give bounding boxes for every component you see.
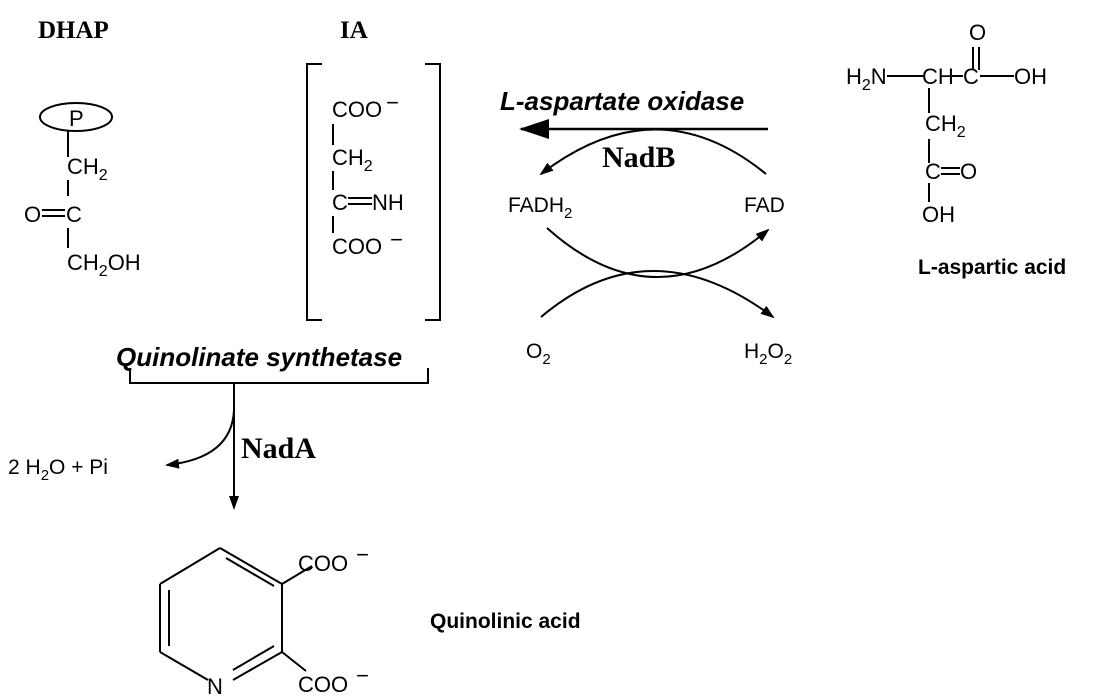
quinolinate-synthetase-bracket [129, 368, 429, 384]
fad-label: FAD [744, 194, 785, 217]
arc-o2-to-h2o2 [540, 270, 775, 319]
ia-coo-top: COO− [332, 90, 399, 122]
ring-bond-bottom-left [159, 651, 209, 681]
enzyme-quinolinate-synthetase: Quinolinate synthetase [116, 342, 402, 372]
asp-alpha-carboxyl-c: C [963, 64, 979, 89]
asp-ch2: CH2 [925, 111, 966, 141]
carboxylate-bond-top [281, 565, 313, 585]
ia-right-bracket [425, 63, 441, 321]
ia-coo-bottom: COO− [332, 227, 403, 259]
ring-bond-bottom-right [232, 651, 283, 681]
carboxylate-bond-bottom [281, 651, 307, 672]
asp-side-carboxyl-c: C [925, 159, 941, 184]
ia-ch2: CH2 [332, 145, 373, 175]
dhap-ch2oh: CH2OH [67, 250, 141, 280]
arc-fadh2-to-fad [546, 227, 770, 278]
carboxylate-top: COO− [298, 542, 369, 576]
l-aspartic-acid-label: L-aspartic acid [918, 256, 1066, 279]
asp-h2n: H2N [846, 64, 887, 94]
dhap-ketone-o: O [24, 202, 41, 227]
ia-nh: NH [372, 190, 404, 215]
ring-bond-top-right-inner [225, 557, 275, 587]
fadh2-label: FADH2 [508, 194, 572, 222]
ia-structure: COO− CH2 C NH COO− [306, 63, 441, 321]
asp-ch: CH [922, 64, 954, 89]
ia-left-bracket [306, 63, 322, 321]
dhap-ch2: CH2 [67, 154, 108, 184]
phosphate-label: P [69, 106, 84, 131]
asp-o-top: O [969, 20, 986, 45]
enzyme-l-aspartate-oxidase: L-aspartate oxidase [500, 86, 744, 116]
ring-bond-bottom-right-inner [232, 645, 275, 671]
asp-oh-top: OH [1014, 64, 1047, 89]
ia-title: IA [340, 17, 368, 44]
l-aspartic-acid-structure: O H2N CH C OH CH2 C O OH [846, 20, 1047, 227]
phosphate-circle [39, 102, 113, 132]
h2o2-label: H2O2 [744, 340, 792, 368]
enzyme-nadb: NadB [602, 141, 675, 174]
nada-byproduct-arrow [165, 409, 235, 469]
asp-oh-bottom: OH [922, 202, 955, 227]
quinolinic-acid-structure: N COO− COO− [159, 542, 369, 698]
ring-nitrogen: N [207, 674, 223, 698]
enzyme-nada: NadA [241, 432, 316, 465]
dhap-title: DHAP [38, 17, 109, 44]
dhap-structure: P CH2 O C CH2OH [24, 102, 141, 280]
ring-bond-top-left [159, 547, 221, 585]
dhap-carbon: C [66, 202, 82, 227]
quinolinic-acid-label: Quinolinic acid [430, 610, 581, 633]
asp-o-side: O [960, 159, 977, 184]
ring-bond-top-right [219, 547, 283, 585]
arc-fad-to-fadh2 [539, 128, 767, 176]
byproducts-label: 2 H2O + Pi [8, 456, 108, 484]
ia-carbon: C [332, 190, 348, 215]
carboxylate-bottom: COO− [298, 663, 369, 697]
o2-label: O2 [526, 340, 551, 368]
